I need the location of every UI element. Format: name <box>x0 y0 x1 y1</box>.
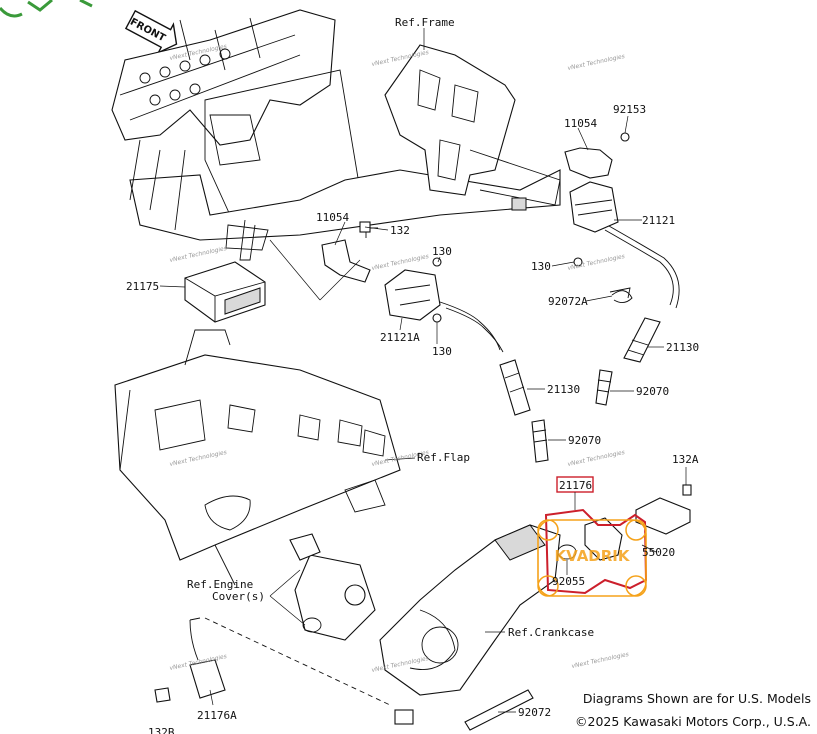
label-ref-flap: Ref.Flap <box>417 451 470 464</box>
plug-cap-21130-center <box>499 359 531 416</box>
watermark: vNext Technologies <box>571 651 630 670</box>
label-11054-right: 11054 <box>564 117 597 130</box>
label-92070-center: 92070 <box>568 434 601 447</box>
label-21121a: 21121A <box>380 331 420 344</box>
footer-models-note: Diagrams Shown are for U.S. Models <box>582 691 811 706</box>
sensor-21176 <box>557 517 623 561</box>
label-130-right: 130 <box>531 260 551 273</box>
footer-copyright: ©2025 Kawasaki Motors Corp., U.S.A. <box>575 714 811 729</box>
label-132b: 132B <box>148 726 175 734</box>
leader-lines <box>159 28 687 713</box>
label-21121: 21121 <box>642 214 675 227</box>
label-21176a: 21176A <box>197 709 237 722</box>
frame-bracket <box>384 44 561 211</box>
flap-tray <box>114 329 401 586</box>
sensor-21176a <box>154 617 414 725</box>
label-21176: 21176 <box>559 479 592 492</box>
plug-cap-21130-right <box>623 317 661 363</box>
engine-cover-parts <box>289 533 376 641</box>
spark-plug-92070-right <box>595 369 613 406</box>
label-92072a: 92072A <box>548 295 588 308</box>
label-21130-right: 21130 <box>666 341 699 354</box>
ignition-coil-21121 <box>564 132 680 309</box>
label-130-lower: 130 <box>432 345 452 358</box>
label-130-upper: 130 <box>432 245 452 258</box>
cable-tie-92072 <box>464 689 534 731</box>
ignition-coil-21121a <box>384 257 504 353</box>
corner-logo-fragment <box>0 0 93 18</box>
label-92072: 92072 <box>518 706 551 719</box>
watermark: vNext Technologies <box>371 253 430 272</box>
label-ref-engine-cover-line2: Cover(s) <box>212 590 265 603</box>
part-labels: Ref.Frame 11054 92153 21121 130 92072A 2… <box>126 16 699 734</box>
label-55020: 55020 <box>642 546 675 559</box>
watermark: vNext Technologies <box>567 253 626 272</box>
watermark: vNext Technologies <box>567 53 626 72</box>
label-132: 132 <box>390 224 410 237</box>
label-ref-engine-cover-line1: Ref.Engine <box>187 578 253 591</box>
kvadrik-stamp-text: KVADRIK <box>554 547 630 565</box>
watermark: vNext Technologies <box>169 245 228 264</box>
label-21130-center: 21130 <box>547 383 580 396</box>
kvadrik-stamp: KVADRIK <box>537 519 647 597</box>
label-21175: 21175 <box>126 280 159 293</box>
label-ref-crankcase: Ref.Crankcase <box>508 626 594 639</box>
spark-plug-92070-center <box>531 419 549 463</box>
label-92055: 92055 <box>552 575 585 588</box>
label-132a: 132A <box>672 453 699 466</box>
control-unit-21175 <box>184 261 266 323</box>
label-92153: 92153 <box>613 103 646 116</box>
label-ref-frame: Ref.Frame <box>395 16 455 29</box>
clip-92072a <box>611 290 633 303</box>
plate-55020 <box>635 484 692 535</box>
label-11054-center: 11054 <box>316 211 349 224</box>
crankcase-assembly <box>379 524 561 696</box>
watermark: vNext Technologies <box>567 449 626 468</box>
label-92070-right: 92070 <box>636 385 669 398</box>
